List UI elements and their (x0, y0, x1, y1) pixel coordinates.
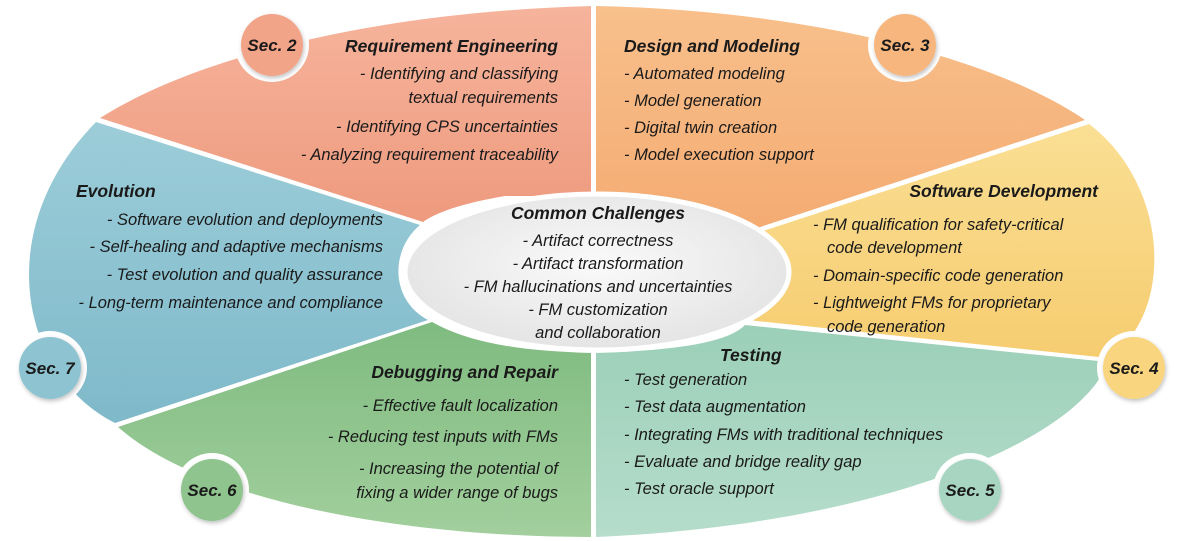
evolution-item: - Software evolution and deployments (107, 211, 383, 229)
design-item: - Model generation (624, 92, 762, 110)
debugging-item: fixing a wider range of bugs (356, 484, 558, 502)
requirement-item: textual requirements (409, 89, 559, 107)
segment-testing (596, 325, 1108, 537)
badge-sec-6: Sec. 6 (175, 453, 249, 527)
testing-text: Testing - Test generation - Test data au… (624, 345, 943, 498)
software-development-title: Software Development (909, 181, 1099, 201)
requirement-item: - Identifying and classifying (360, 65, 559, 83)
badge-sec-7: Sec. 7 (13, 331, 87, 405)
software-development-text: Software Development - FM qualification … (813, 181, 1099, 336)
evolution-title: Evolution (76, 181, 156, 201)
evolution-item: - Self-healing and adaptive mechanisms (90, 238, 384, 256)
badge-sec-3: Sec. 3 (868, 8, 942, 82)
segment-requirement-engineering (100, 6, 591, 222)
testing-title: Testing (720, 345, 782, 365)
common-challenge-item: - Artifact correctness (523, 232, 674, 250)
debugging-item: - Effective fault localization (363, 397, 558, 415)
badge-sec-4-label: Sec. 4 (1109, 359, 1159, 378)
testing-item: - Test generation (624, 371, 747, 389)
badge-sec-5: Sec. 5 (933, 453, 1007, 527)
design-item: - Digital twin creation (624, 119, 777, 137)
software-item: - Lightweight FMs for proprietary (813, 294, 1052, 312)
badge-sec-6-label: Sec. 6 (187, 481, 237, 500)
common-challenge-item: - Artifact transformation (513, 255, 684, 273)
debugging-and-repair-text: Debugging and Repair - Effective fault l… (328, 362, 561, 502)
debugging-item: - Reducing test inputs with FMs (328, 428, 558, 446)
software-item: code development (827, 239, 963, 257)
requirement-engineering-text: Requirement Engineering - Identifying an… (301, 36, 560, 164)
software-item: code generation (827, 318, 945, 336)
evolution-text: Evolution - Software evolution and deplo… (76, 181, 383, 312)
design-and-modeling-title: Design and Modeling (624, 36, 800, 56)
segment-evolution (29, 122, 429, 423)
design-item: - Model execution support (624, 146, 815, 164)
segment-design-and-modeling (596, 6, 1085, 232)
badge-sec-3-label: Sec. 3 (880, 36, 930, 55)
testing-item: - Evaluate and bridge reality gap (624, 453, 862, 471)
software-item: - FM qualification for safety-critical (813, 216, 1065, 234)
software-item: - Domain-specific code generation (813, 267, 1063, 285)
requirement-item: - Identifying CPS uncertainties (336, 118, 558, 136)
badge-sec-4: Sec. 4 (1097, 331, 1171, 405)
badge-sec-2-label: Sec. 2 (247, 36, 297, 55)
common-challenge-item: - FM hallucinations and uncertainties (464, 278, 733, 296)
debugging-item: - Increasing the potential of (359, 460, 560, 478)
design-item: - Automated modeling (624, 65, 786, 83)
center-common-challenges (402, 191, 792, 353)
requirement-item: - Analyzing requirement traceability (301, 146, 560, 164)
requirement-engineering-title: Requirement Engineering (345, 36, 558, 56)
segment-software-development (748, 124, 1155, 358)
testing-item: - Integrating FMs with traditional techn… (624, 426, 943, 444)
badge-sec-7-label: Sec. 7 (25, 359, 76, 378)
common-challenge-item: and collaboration (535, 324, 661, 342)
design-and-modeling-text: Design and Modeling - Automated modeling… (624, 36, 815, 164)
testing-item: - Test oracle support (624, 480, 775, 498)
badge-sec-5-label: Sec. 5 (945, 481, 995, 500)
common-challenges-title: Common Challenges (511, 203, 685, 223)
evolution-item: - Test evolution and quality assurance (107, 266, 383, 284)
evolution-item: - Long-term maintenance and compliance (78, 294, 383, 312)
common-challenges-text: Common Challenges - Artifact correctness… (464, 203, 733, 342)
common-challenge-item: - FM customization (528, 301, 667, 319)
badge-sec-2: Sec. 2 (235, 8, 309, 82)
testing-item: - Test data augmentation (624, 398, 806, 416)
debugging-and-repair-title: Debugging and Repair (371, 362, 559, 382)
